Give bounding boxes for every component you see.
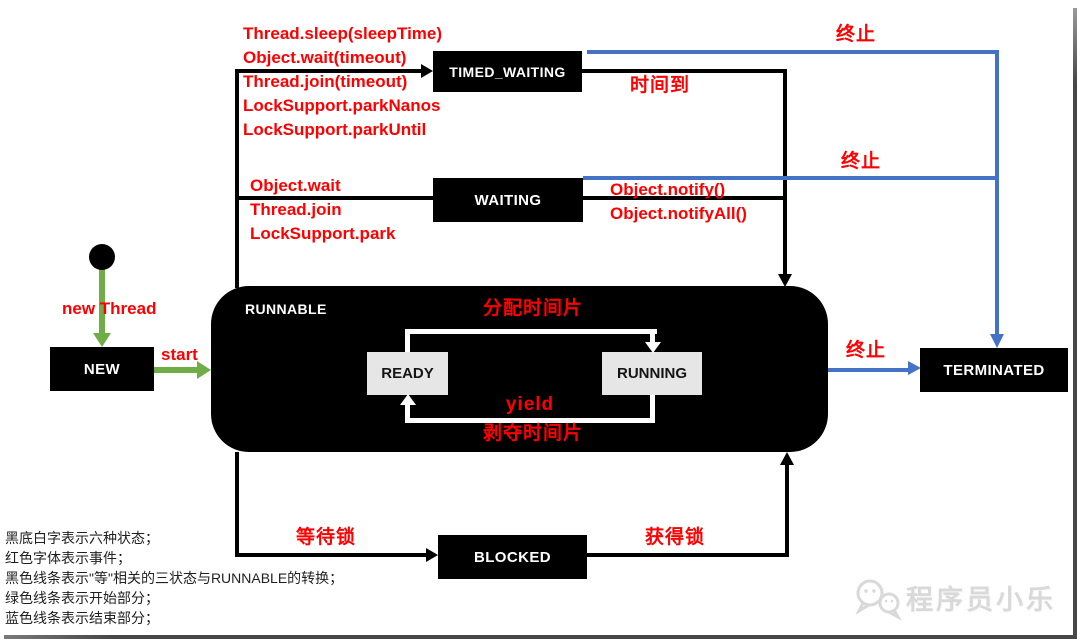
state-timed-waiting-label: TIMED_WAITING	[449, 63, 566, 80]
waiting-methods: Object.wait Thread.join LockSupport.park	[250, 174, 395, 246]
line-runnable-terminate	[828, 368, 908, 372]
terminate-label-waiting: 终止	[841, 151, 882, 172]
line-to-blocked	[235, 553, 426, 557]
state-new-label: NEW	[83, 360, 121, 378]
legend-line-black: 黑色线条表示"等"相关的三状态与RUNNABLE的转换；	[5, 570, 344, 586]
state-blocked-label: BLOCKED	[474, 548, 551, 566]
watermark-text: 程序员小乐	[906, 585, 1056, 615]
line-blocked-return-v	[785, 465, 789, 557]
state-new: NEW	[50, 347, 154, 391]
state-runnable-label: RUNNABLE	[245, 301, 327, 317]
deprive-slice-label: 剥夺时间片	[482, 423, 583, 444]
arrowhead-to-timed-waiting	[421, 64, 433, 78]
line-runnable-down-trunk	[235, 452, 239, 557]
line-terminate-vertical	[995, 50, 999, 334]
method-object-wait: Object.wait	[250, 176, 341, 195]
arrowhead-into-new	[93, 333, 111, 347]
method-locksupport-parkuntil: LockSupport.parkUntil	[243, 120, 427, 139]
arrowhead-into-runnable-left	[197, 361, 211, 379]
arrowhead-to-blocked	[426, 548, 438, 562]
method-locksupport-parknanos: LockSupport.parkNanos	[243, 96, 441, 115]
loop-bottom-line	[405, 418, 655, 423]
method-object-notifyall: Object.notifyAll()	[610, 204, 747, 223]
line-waiting-terminate	[583, 176, 995, 180]
method-thread-join-timeout: Thread.join(timeout)	[243, 72, 408, 91]
substate-running: RUNNING	[602, 352, 702, 395]
frame-border-bottom	[4, 635, 1077, 639]
line-start	[154, 367, 197, 373]
loop-bottom-left-stub	[405, 405, 410, 420]
new-thread-label: new Thread	[62, 299, 157, 318]
line-waiting-return-h	[582, 196, 787, 200]
arrowhead-into-terminated-left	[908, 361, 921, 375]
substate-running-label: RUNNING	[617, 365, 687, 382]
state-waiting-label: WAITING	[474, 191, 542, 209]
state-runnable	[211, 286, 828, 452]
allocate-slice-label: 分配时间片	[482, 298, 583, 319]
state-blocked: BLOCKED	[438, 535, 587, 579]
wait-lock-label: 等待锁	[296, 527, 357, 548]
arrowhead-into-terminated-top	[990, 334, 1004, 348]
waiting-notify-methods: Object.notify() Object.notifyAll()	[610, 178, 747, 226]
arrowhead-into-runnable-top	[778, 274, 792, 287]
loop-top-line	[405, 329, 657, 334]
terminate-label-timed-waiting: 终止	[836, 24, 877, 45]
arrowhead-into-runnable-bottom	[780, 452, 794, 465]
timed-waiting-methods: Thread.sleep(sleepTime) Object.wait(time…	[243, 22, 442, 142]
arrowhead-into-ready	[400, 394, 416, 405]
legend-line-green: 绿色线条表示开始部分；	[5, 590, 159, 606]
arrowhead-into-running	[645, 342, 661, 353]
loop-top-right-stub	[650, 329, 655, 343]
method-thread-join: Thread.join	[250, 200, 342, 219]
method-locksupport-park: LockSupport.park	[250, 224, 396, 243]
acquire-lock-label: 获得锁	[645, 527, 706, 548]
time-up-label: 时间到	[630, 75, 691, 96]
line-timed-waiting-return-h	[582, 69, 787, 73]
state-waiting: WAITING	[433, 178, 583, 222]
state-terminated: TERMINATED	[920, 348, 1068, 392]
line-blocked-return-h	[586, 553, 789, 557]
loop-bottom-right-stub	[650, 394, 655, 423]
substate-ready-label: READY	[381, 365, 434, 382]
substate-ready: READY	[367, 352, 448, 395]
initial-state-dot	[89, 244, 115, 270]
start-label: start	[161, 345, 198, 364]
line-to-waiting	[235, 196, 433, 200]
loop-top-left-stub	[405, 329, 410, 353]
state-terminated-label: TERMINATED	[943, 361, 1045, 379]
terminate-label-runnable: 终止	[846, 340, 887, 361]
line-timed-waiting-terminate	[587, 50, 999, 54]
method-object-notify: Object.notify()	[610, 180, 726, 199]
wechat-logo-icon	[853, 576, 905, 627]
yield-label: yield	[505, 394, 555, 415]
line-to-timed-waiting	[235, 69, 421, 73]
line-new-thread	[99, 269, 105, 333]
state-timed-waiting: TIMED_WAITING	[433, 51, 582, 92]
line-runnable-up-trunk	[235, 69, 239, 288]
legend-line-blue: 蓝色线条表示结束部分；	[5, 610, 159, 626]
legend: 黑底白字表示六种状态； 红色字体表示事件； 黑色线条表示"等"相关的三状态与RU…	[5, 528, 343, 628]
legend-line-events: 红色字体表示事件；	[5, 550, 131, 566]
line-timed-waiting-return-v	[783, 69, 787, 274]
frame-border-right	[1073, 8, 1077, 638]
method-thread-sleep: Thread.sleep(sleepTime)	[243, 24, 443, 43]
legend-line-states: 黑底白字表示六种状态；	[5, 530, 159, 546]
method-object-wait-timeout: Object.wait(timeout)	[243, 48, 407, 67]
